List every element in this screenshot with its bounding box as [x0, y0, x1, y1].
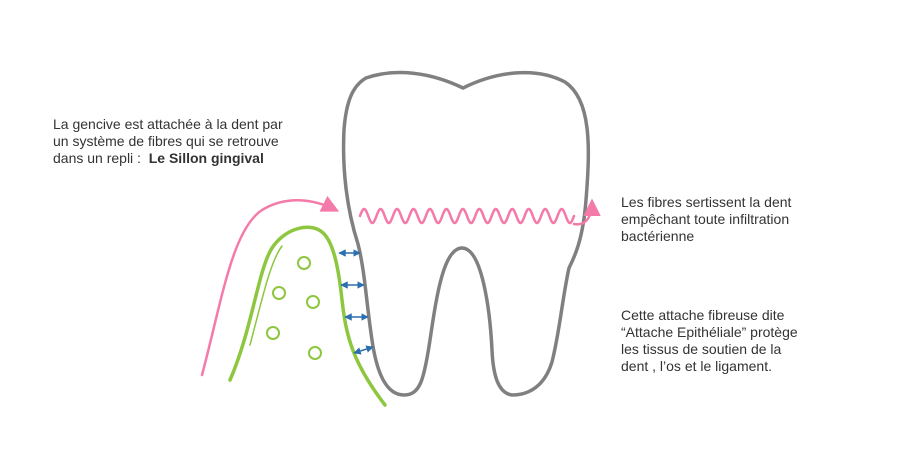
annotation-line: “Attache Epithéliale” protège	[621, 324, 798, 340]
annotation-line: empêchant toute infiltration	[621, 211, 790, 227]
annotation-line: dent , l’os et le ligament.	[621, 358, 772, 374]
annotation-prefix: dans un repli :	[53, 150, 141, 166]
annotation-line: Les fibres sertissent la dent	[621, 194, 792, 210]
attachment-arrows	[338, 249, 374, 355]
fiber-wave	[358, 207, 576, 225]
annotation-line: dans un repli : Le Sillon gingival	[53, 150, 283, 167]
gum-line-outer	[249, 245, 283, 346]
annotation-line: un système de fibres qui se retrouve	[53, 133, 279, 149]
tooth-outline	[341, 70, 591, 397]
annotation-line: Cette attache fibreuse dite	[621, 307, 785, 323]
annotation-line: La gencive est attachée à la dent par	[53, 116, 283, 132]
pink-arrow-fibers	[572, 198, 601, 226]
bone-cells	[266, 256, 322, 360]
annotation-line: bactérienne	[621, 228, 695, 244]
gum-line	[228, 225, 387, 407]
annotation-line: les tissus de soutien de la	[621, 341, 782, 357]
sulcus-term: Le Sillon gingival	[148, 150, 264, 166]
epithelial-annotation: Cette attache fibreuse dite “Attache Epi…	[621, 307, 798, 375]
fibers-annotation: Les fibres sertissent la dent empêchant …	[621, 194, 791, 245]
circle-outline-icon	[266, 326, 280, 340]
gum-attachment-annotation: La gencive est attachée à la dent par un…	[53, 116, 283, 167]
circle-outline-icon	[272, 286, 286, 300]
circle-outline-icon	[297, 256, 311, 270]
circle-outline-icon	[308, 346, 322, 360]
double-arrow-icon	[353, 345, 374, 355]
pink-arrow-sulcus	[200, 195, 340, 377]
circle-outline-icon	[306, 295, 320, 309]
